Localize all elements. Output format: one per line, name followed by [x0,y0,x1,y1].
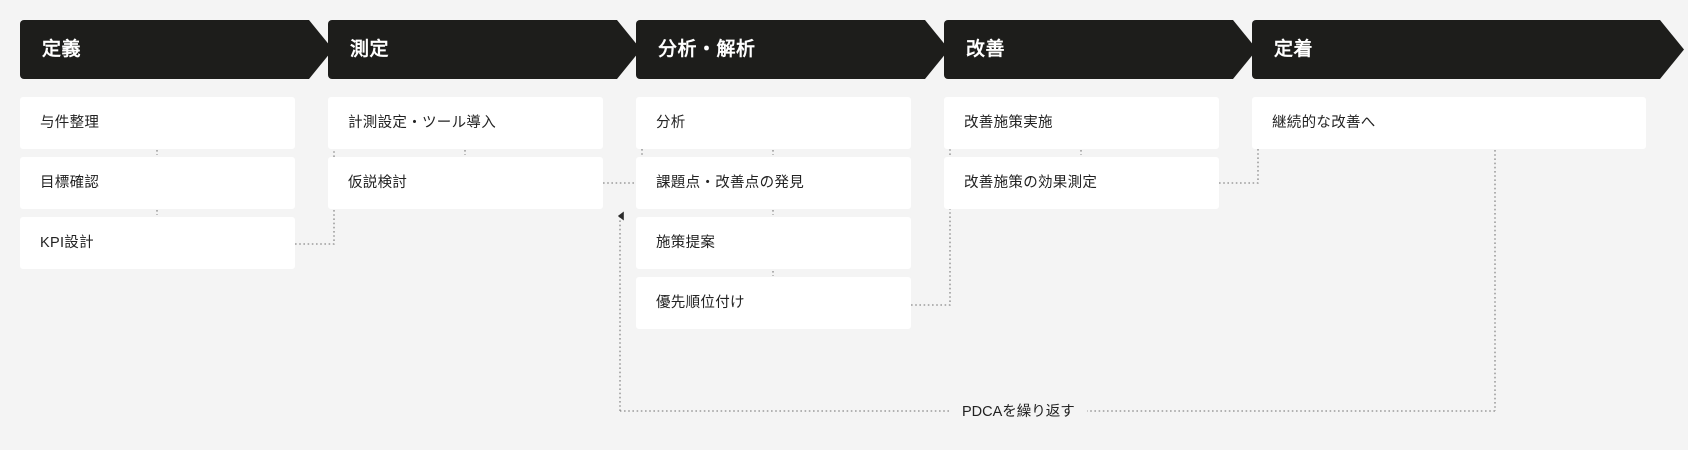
step-list-establishment: 継続的な改善へ [1252,97,1646,157]
stage-title-improvement: 改善 [966,39,1006,60]
step-label: 施策提案 [656,234,716,251]
step-box[interactable]: 課題点・改善点の発見 [636,157,911,209]
stage-title-analysis: 分析・解析 [658,39,756,60]
step-box[interactable]: 計測設定・ツール導入 [328,97,603,149]
stage-header-measurement[interactable]: 測定 [328,20,603,79]
stage-title-definition: 定義 [42,39,82,60]
step-label: 課題点・改善点の発見 [656,174,804,191]
step-box[interactable]: 仮説検討 [328,157,603,209]
step-label: 分析 [656,114,686,131]
stage-title-establishment: 定着 [1274,39,1314,60]
step-list-improvement: 改善施策実施 改善施策の効果測定 [944,97,1219,217]
step-label: 優先順位付け [656,294,745,311]
stage-arrow-establishment-icon [1640,20,1684,79]
stage-measurement: 測定 計測設定・ツール導入 仮説検討 [328,0,641,450]
step-box[interactable]: 施策提案 [636,217,911,269]
stage-header-improvement[interactable]: 改善 [944,20,1219,79]
stage-arrow-improvement-icon [1213,20,1257,79]
stage-header-definition[interactable]: 定義 [20,20,295,79]
step-box[interactable]: 優先順位付け [636,277,911,329]
step-label: 仮説検討 [348,174,408,191]
step-list-analysis: 分析 課題点・改善点の発見 施策提案 優先順位付け [636,97,911,337]
step-box[interactable]: KPI設計 [20,217,295,269]
stage-definition: 定義 与件整理 目標確認 KPI設計 [20,0,333,450]
pdca-loop-label: PDCAを繰り返す [950,405,1087,420]
step-box[interactable]: 改善施策実施 [944,97,1219,149]
stage-header-analysis[interactable]: 分析・解析 [636,20,911,79]
stage-title-measurement: 測定 [350,39,390,60]
stage-improvement: 改善 改善施策実施 改善施策の効果測定 [944,0,1257,450]
step-box[interactable]: 与件整理 [20,97,295,149]
step-box[interactable]: 分析 [636,97,911,149]
stage-establishment: 定着 継続的な改善へ [1252,0,1684,450]
step-label: 与件整理 [40,114,100,131]
step-box[interactable]: 改善施策の効果測定 [944,157,1219,209]
step-label: 計測設定・ツール導入 [348,114,496,131]
step-label: 改善施策実施 [964,114,1053,131]
stage-arrow-analysis-icon [905,20,949,79]
step-label: 改善施策の効果測定 [964,174,1098,191]
step-list-definition: 与件整理 目標確認 KPI設計 [20,97,295,277]
stage-arrow-definition-icon [289,20,333,79]
step-box[interactable]: 継続的な改善へ [1252,97,1646,149]
stage-header-establishment[interactable]: 定着 [1252,20,1646,79]
step-label: 目標確認 [40,174,100,191]
stage-analysis: 分析・解析 分析 課題点・改善点の発見 施策提案 優先順位付け [636,0,949,450]
step-label: KPI設計 [40,234,94,251]
step-list-measurement: 計測設定・ツール導入 仮説検討 [328,97,603,217]
step-box[interactable]: 目標確認 [20,157,295,209]
stage-arrow-measurement-icon [597,20,641,79]
step-label: 継続的な改善へ [1272,114,1376,131]
